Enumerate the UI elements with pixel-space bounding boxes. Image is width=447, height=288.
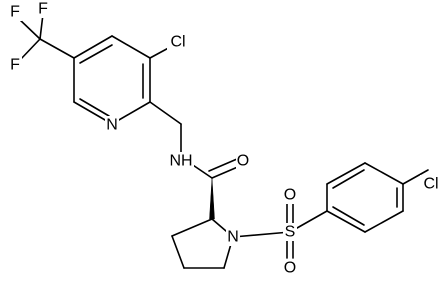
- atom-cl-pyridine-label: Cl: [170, 34, 185, 51]
- atom-n-pyridine-label: N: [106, 117, 118, 134]
- bond-pyr-c5-c4: [73, 35, 113, 59]
- atom-f2: F: [36, 0, 50, 18]
- atom-o-sulfonyl-top: O: [283, 186, 298, 204]
- bond-pyr-n-c6-double: [79, 98, 110, 117]
- atom-s-sulfonyl: S: [283, 223, 297, 241]
- bond-carbonyl-o-double: [208, 158, 238, 172]
- atom-o-amide: O: [236, 152, 251, 170]
- wedge-bond-stereocenter: [209, 177, 215, 220]
- bond-cf3-ring: [39, 38, 75, 59]
- atom-f1: F: [8, 3, 22, 21]
- atom-nh-amide: NH: [168, 152, 194, 170]
- bond-pyr-c4-c4-double: [79, 44, 113, 64]
- atom-o-sulfonyl-bottom-label: O: [284, 260, 296, 277]
- bond-c2-ch2: [149, 101, 182, 125]
- atom-s-sulfonyl-label: S: [285, 224, 296, 241]
- atom-f2-label: F: [38, 1, 48, 18]
- atom-cl-phenyl: Cl: [420, 175, 442, 193]
- atom-cl-pyridine: Cl: [167, 33, 189, 51]
- bond-c-f1: [17, 17, 41, 40]
- bond-pyrr-c4-c3: [171, 235, 185, 269]
- bond-pyr-c4-c3: [111, 35, 151, 59]
- bonds: [17, 13, 429, 269]
- bond-carbonyl-o: [211, 165, 241, 179]
- atom-cl-phenyl-label: Cl: [423, 176, 438, 193]
- atom-o-sulfonyl-top-label: O: [284, 187, 296, 204]
- atom-f1-label: F: [10, 4, 20, 21]
- bond-pyrr-c3-c2: [171, 218, 213, 237]
- bond-c-f2: [39, 13, 44, 40]
- atom-f3-label: F: [10, 57, 20, 74]
- atom-n-pyrrolidine: N: [226, 228, 240, 246]
- atom-o-amide-label: O: [237, 153, 249, 170]
- bond-ph-cl: [402, 169, 429, 185]
- bond-c-f3: [19, 38, 41, 61]
- atom-nh-amide-label: NH: [169, 153, 192, 170]
- atom-n-pyridine: N: [105, 116, 119, 134]
- atom-labels: F F F Cl N NH O Cl: [8, 0, 442, 277]
- atom-f3: F: [8, 56, 22, 74]
- atom-o-sulfonyl-bottom: O: [283, 259, 298, 277]
- bond-n-s: [232, 231, 291, 238]
- bond-ph-c6-c1-double: [332, 206, 365, 226]
- bond-ph-c3-c4: [364, 162, 404, 185]
- bond-ph-c6-c1: [326, 210, 366, 233]
- atom-n-pyrrolidine-label: N: [227, 229, 239, 246]
- bond-ph-c2-c3: [326, 162, 366, 185]
- bond-ph-c2-c3-double: [332, 169, 365, 189]
- bond-ph-c5-c6: [364, 210, 404, 233]
